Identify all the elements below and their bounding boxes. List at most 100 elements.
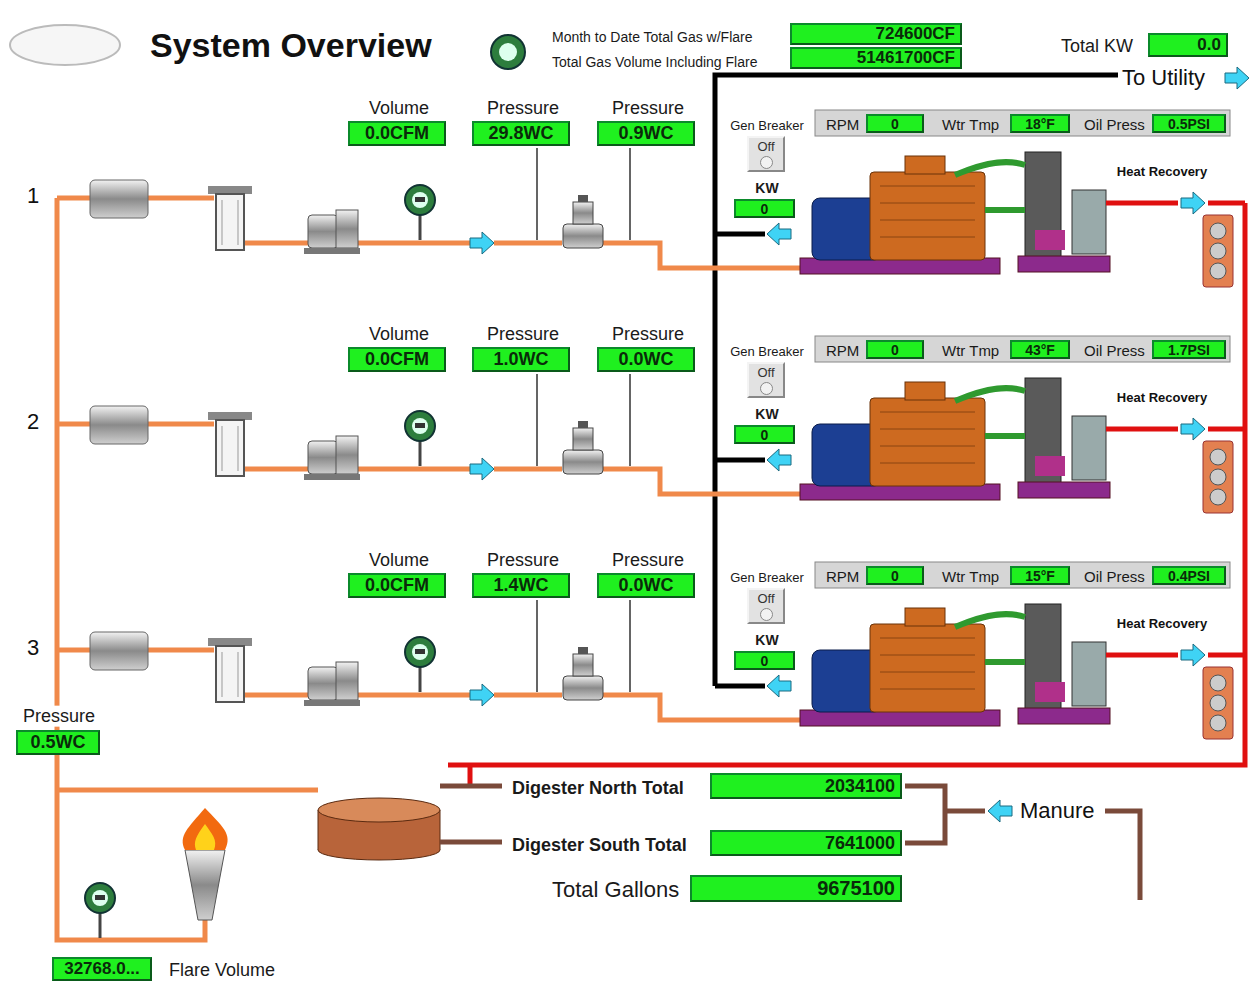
value-text: 0.0CFM	[365, 349, 429, 370]
gas-meter-icon	[491, 35, 525, 69]
heading-text: Pressure	[485, 324, 561, 345]
value-text: 0.5PSI	[1168, 116, 1210, 132]
flow-label: Manure	[1020, 798, 1095, 823]
temperature-display: Wtr Tmp15°F	[1010, 566, 1070, 585]
pressure-display: Pressure1.0WC	[472, 347, 570, 372]
value-text: 0	[761, 201, 769, 217]
rpm-display: RPM0	[866, 566, 924, 585]
heading-text: Wtr Tmp	[940, 116, 1001, 133]
pressure-display: Pressure29.8WC	[472, 121, 570, 146]
heading-text: Total Gas Volume Including Flare	[550, 54, 759, 70]
pressure-display: Pressure0.0WC	[597, 573, 695, 598]
heading-text: Volume	[367, 98, 431, 119]
value-text: 0	[761, 653, 769, 669]
pressure-display: Pressure0.9WC	[597, 121, 695, 146]
logo	[10, 25, 120, 65]
rpm-display: RPM0	[866, 340, 924, 359]
heading-text: Pressure	[485, 98, 561, 119]
value-text: 0	[891, 568, 899, 584]
temperature-display: Wtr Tmp43°F	[1010, 340, 1070, 359]
heading-text: Volume	[367, 550, 431, 571]
digester-tank	[318, 810, 319, 850]
flare-stack	[195, 824, 215, 850]
heading-text: Oil Press	[1082, 116, 1147, 133]
digester-tank	[318, 798, 440, 822]
value-text: 51461700CF	[857, 48, 955, 68]
gas-meter-icon	[499, 43, 517, 61]
value-text: 0	[761, 427, 769, 443]
kw-display: KW0	[734, 651, 795, 670]
equipment-label: Heat Recovery	[1117, 617, 1207, 632]
breaker-button: Gen BreakerOff	[747, 588, 785, 624]
plant-illustration	[57, 110, 1245, 287]
heading-text: Oil Press	[1082, 342, 1147, 359]
value-text: 0.5WC	[30, 732, 85, 753]
heading-text: Wtr Tmp	[940, 568, 1001, 585]
flare-volume-display: 32768.0...Flare Volume	[52, 957, 152, 981]
heading-text: KW	[753, 632, 780, 648]
value-text: Off	[757, 591, 774, 606]
value-text: 7641000	[825, 833, 895, 854]
flare-stack	[185, 850, 225, 920]
heading-text: Total KW	[1059, 36, 1135, 57]
volume-display: Volume0.0CFM	[348, 573, 446, 598]
value-text: 1.0WC	[493, 349, 548, 370]
heading-text: Oil Press	[1082, 568, 1147, 585]
value-text: 0.4PSI	[1168, 568, 1210, 584]
kw-display: KW0	[734, 425, 795, 444]
train-number: 2	[27, 409, 39, 434]
volume-display: Volume0.0CFM	[348, 121, 446, 146]
equipment-label: Heat Recovery	[1117, 391, 1207, 406]
value-text: 2034100	[825, 776, 895, 797]
value-text: 0.0CFM	[365, 575, 429, 596]
value-text: 0.0WC	[618, 575, 673, 596]
gas-meter-icon	[491, 35, 525, 69]
heading-text: Volume	[367, 324, 431, 345]
heading-text: Total Gallons	[550, 877, 681, 902]
pressure-display: Pressure0.5WC	[16, 730, 100, 755]
value-text: 9675100	[817, 877, 895, 900]
value-text: 32768.0...	[64, 959, 140, 979]
screen-title: System Overview	[150, 26, 432, 65]
value-text: 1.4WC	[493, 575, 548, 596]
oil-pressure-display: Oil Press0.4PSI	[1152, 566, 1226, 585]
equipment-label: Heat Recovery	[1117, 165, 1207, 180]
heading-text: Pressure	[610, 324, 686, 345]
temperature-display: Wtr Tmp18°F	[1010, 114, 1070, 133]
rpm-display: RPM0	[866, 114, 924, 133]
value-text: 15°F	[1025, 568, 1055, 584]
gallons-display: Total Gallons9675100	[690, 875, 902, 902]
value-text: 1.7PSI	[1168, 342, 1210, 358]
oil-pressure-display: Oil Press1.7PSI	[1152, 340, 1226, 359]
value-text: 724600CF	[876, 24, 955, 44]
totalizer-display: Total Gas Volume Including Flare51461700…	[790, 47, 962, 69]
heading-text: RPM	[824, 342, 861, 359]
gallons-display: Digester North Total2034100	[710, 773, 902, 799]
heat-return-pipe	[448, 203, 1245, 784]
heading-text: RPM	[824, 116, 861, 133]
gallons-display: Digester South Total7641000	[710, 830, 902, 856]
plant-illustration	[1225, 67, 1249, 89]
digester-tank	[318, 798, 440, 860]
heading-text: Digester North Total	[510, 778, 686, 799]
plant-illustration	[988, 800, 1012, 822]
kw-display: KW0	[734, 199, 795, 218]
heading-text: Gen Breaker	[728, 345, 806, 360]
volume-display: Volume0.0CFM	[348, 347, 446, 372]
plant-illustration	[57, 562, 1245, 739]
oil-pressure-display: Oil Press0.5PSI	[1152, 114, 1226, 133]
heading-text: Flare Volume	[167, 960, 277, 981]
value-text: 18°F	[1025, 116, 1055, 132]
value-text: 0.0WC	[618, 349, 673, 370]
value-text: 0	[891, 116, 899, 132]
plant-illustration	[85, 883, 115, 938]
destination-label: To Utility	[1122, 65, 1205, 90]
gas-header	[57, 198, 318, 940]
totalizer-display: Month to Date Total Gas w/Flare724600CF	[790, 23, 962, 45]
value-text: 0	[891, 342, 899, 358]
heading-text: Pressure	[610, 550, 686, 571]
heading-text: KW	[753, 180, 780, 196]
flare-stack	[183, 808, 228, 850]
